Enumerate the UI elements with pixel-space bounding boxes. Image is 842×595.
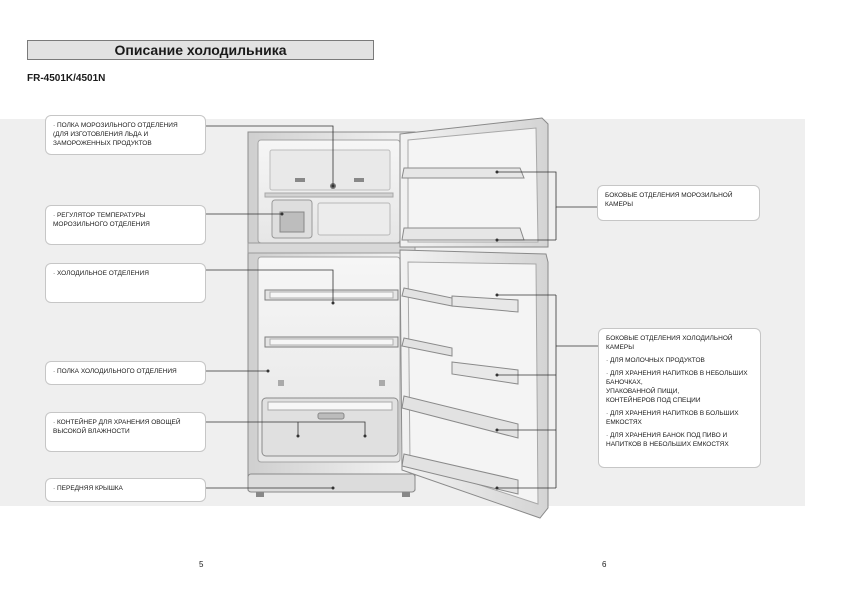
callout-line: · ДЛЯ ХРАНЕНИЯ НАПИТКОВ В НЕБОЛЬШИХ bbox=[606, 370, 748, 377]
callout-line: · ДЛЯ МОЛОЧНЫХ ПРОДУКТОВ bbox=[606, 357, 705, 364]
callout-line: УПАКОВАННОЙ ПИЩИ, bbox=[606, 388, 680, 395]
callout-line: · ДЛЯ ХРАНЕНИЯ БАНОК ПОД ПИВО И bbox=[606, 432, 728, 439]
callout-line: · ХОЛОДИЛЬНОЕ ОТДЕЛЕНИЯ bbox=[53, 270, 149, 277]
callout-line: · ПЕРЕДНЯЯ КРЫШКА bbox=[53, 485, 123, 492]
model-number: FR-4501K/4501N bbox=[27, 73, 106, 84]
callout-fridge-compartment: · ХОЛОДИЛЬНОЕ ОТДЕЛЕНИЯ bbox=[45, 263, 206, 303]
callout-freezer-shelf: · ПОЛКА МОРОЗИЛЬНОГО ОТДЕЛЕНИЯ (ДЛЯ ИЗГО… bbox=[45, 115, 206, 155]
callout-line: · ДЛЯ ХРАНЕНИЯ НАПИТКОВ В БОЛЬШИХ bbox=[606, 410, 739, 417]
callout-line: МОРОЗИЛЬНОГО ОТДЕЛЕНИЯ bbox=[53, 221, 150, 228]
callout-line: · КОНТЕЙНЕР ДЛЯ ХРАНЕНИЯ ОВОЩЕЙ bbox=[53, 419, 181, 426]
callout-line: (ДЛЯ ИЗГОТОВЛЕНИЯ ЛЬДА И bbox=[53, 131, 149, 138]
callout-line: БОКОВЫЕ ОТДЕЛЕНИЯ ХОЛОДИЛЬНОЙ bbox=[606, 335, 733, 342]
page-title: Описание холодильника bbox=[27, 40, 374, 60]
callout-freezer-door: БОКОВЫЕ ОТДЕЛЕНИЯ МОРОЗИЛЬНОЙ КАМЕРЫ bbox=[597, 185, 760, 221]
callout-line: БОКОВЫЕ ОТДЕЛЕНИЯ МОРОЗИЛЬНОЙ bbox=[605, 192, 733, 199]
callout-fridge-door: БОКОВЫЕ ОТДЕЛЕНИЯ ХОЛОДИЛЬНОЙ КАМЕРЫ · Д… bbox=[598, 328, 761, 468]
page-number-left: 5 bbox=[199, 560, 204, 569]
callout-line: · ПОЛКА ХОЛОДИЛЬНОГО ОТДЕЛЕНИЯ bbox=[53, 368, 177, 375]
callout-line: ВЫСОКОЙ ВЛАЖНОСТИ bbox=[53, 428, 130, 435]
callout-line: КАМЕРЫ bbox=[605, 201, 633, 208]
callout-line: · РЕГУЛЯТОР ТЕМПЕРАТУРЫ bbox=[53, 212, 146, 219]
callout-line: ЕМКОСТЯХ bbox=[606, 419, 642, 426]
callout-line: · ПОЛКА МОРОЗИЛЬНОГО ОТДЕЛЕНИЯ bbox=[53, 122, 178, 129]
callout-line: ЗАМОРОЖЕННЫХ ПРОДУКТОВ bbox=[53, 140, 152, 147]
callout-line: БАНОЧКАХ, bbox=[606, 379, 643, 386]
callout-front-cover: · ПЕРЕДНЯЯ КРЫШКА bbox=[45, 478, 206, 502]
callout-freezer-regulator: · РЕГУЛЯТОР ТЕМПЕРАТУРЫ МОРОЗИЛЬНОГО ОТД… bbox=[45, 205, 206, 245]
callout-line: КОНТЕЙНЕРОВ ПОД СПЕЦИИ bbox=[606, 397, 701, 404]
page-number-right: 6 bbox=[602, 560, 607, 569]
callout-line: КАМЕРЫ bbox=[606, 344, 634, 351]
callout-fridge-shelf: · ПОЛКА ХОЛОДИЛЬНОГО ОТДЕЛЕНИЯ bbox=[45, 361, 206, 385]
callout-line: НАПИТКОВ В НЕБОЛЬШИХ ЕМКОСТЯХ bbox=[606, 441, 729, 448]
callout-crisper: · КОНТЕЙНЕР ДЛЯ ХРАНЕНИЯ ОВОЩЕЙ ВЫСОКОЙ … bbox=[45, 412, 206, 452]
